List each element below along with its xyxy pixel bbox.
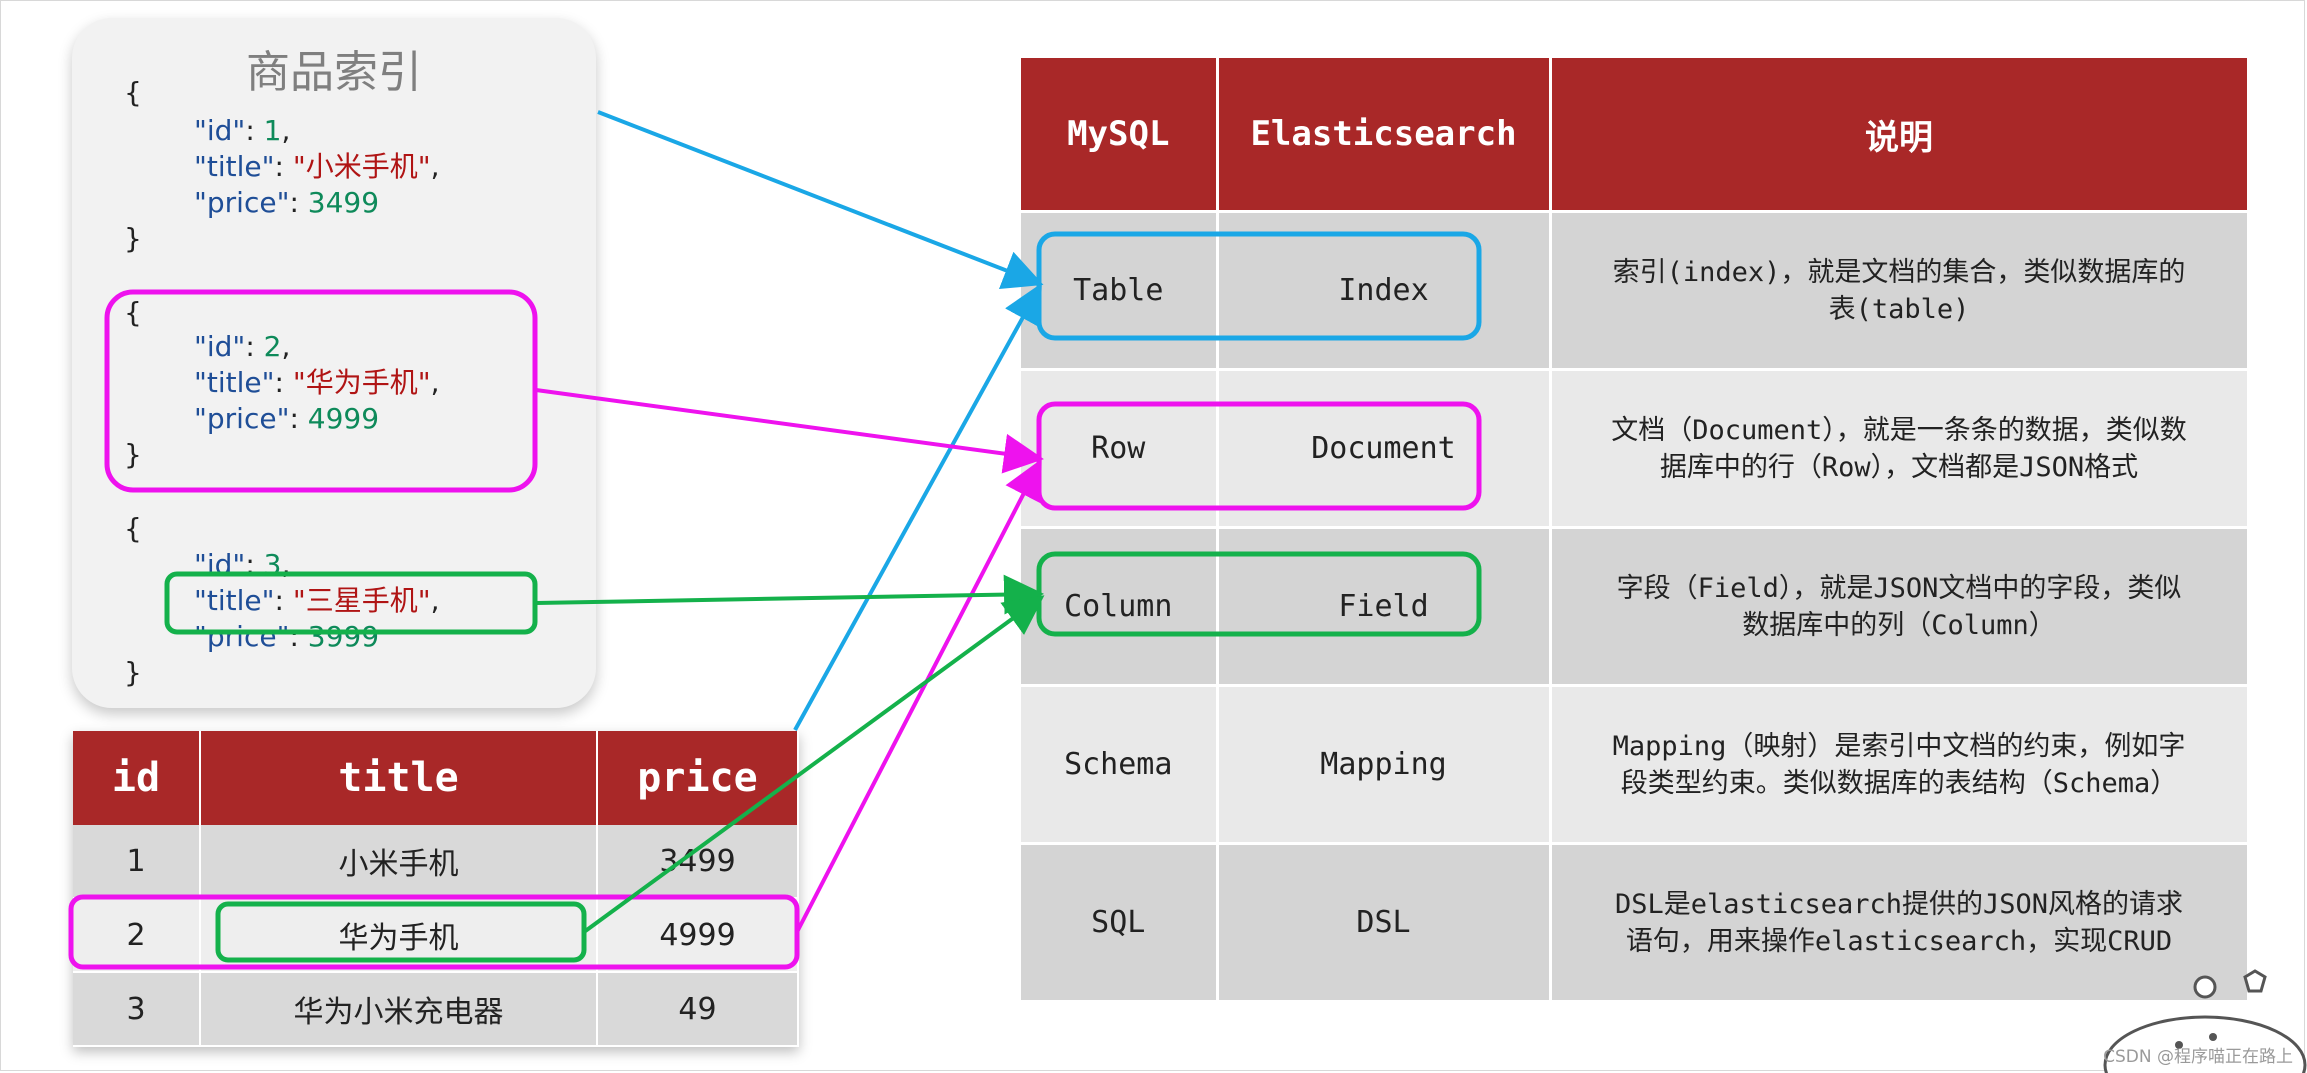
json-value-price: 3499 bbox=[307, 186, 380, 219]
json-key-id: "id" bbox=[194, 114, 246, 147]
row-document-highlight-box bbox=[1036, 401, 1482, 511]
product-index-card bbox=[72, 18, 596, 708]
table-row: 1 小米手机 3499 bbox=[73, 825, 799, 899]
json-key-price: "price" bbox=[194, 402, 290, 435]
comparison-row-row: Row Document 文档（Document），就是一条条的数据，类似数据库… bbox=[1021, 368, 2250, 528]
mysql-table-to-index-arrow bbox=[793, 282, 1042, 731]
json-key-title: "title" bbox=[194, 150, 275, 183]
concept-description: DSL是elasticsearch提供的JSON风格的请求语句，用来操作elas… bbox=[1550, 842, 2250, 1000]
mysql-header-id: id bbox=[73, 731, 201, 825]
cell-price: 3499 bbox=[597, 825, 799, 899]
json-open-brace: { bbox=[124, 296, 142, 329]
description-line-2: 数据库中的列（Column） bbox=[1742, 609, 2056, 641]
cell-id: 3 bbox=[73, 972, 201, 1047]
mysql-row-to-document-arrow bbox=[795, 458, 1042, 933]
description-line-1: DSL是elasticsearch提供的JSON风格的请求 bbox=[1614, 888, 2184, 920]
document-2-highlight-box bbox=[104, 289, 538, 493]
description-line-2: 据库中的行（Row），文档都是JSON格式 bbox=[1659, 451, 2139, 483]
json-value-id: 2 bbox=[263, 330, 282, 363]
mysql-column-to-field-arrow bbox=[582, 595, 1045, 934]
comparison-header-row: MySQL Elasticsearch 说明 bbox=[1021, 58, 2250, 212]
json-value-price: 4999 bbox=[307, 402, 380, 435]
header-elasticsearch: Elasticsearch bbox=[1217, 58, 1552, 212]
description-line-1: 文档（Document），就是一条条的数据，类似数 bbox=[1611, 414, 2187, 446]
document-to-row-arrow bbox=[535, 388, 1044, 474]
column-field-highlight-box bbox=[1036, 551, 1482, 637]
cell-price: 4999 bbox=[597, 898, 799, 973]
cell-title: 华为小米充电器 bbox=[200, 972, 598, 1047]
mysql-concept: Schema bbox=[1021, 684, 1219, 844]
table-index-highlight-box bbox=[1036, 231, 1482, 341]
mysql-row-2-highlight-box bbox=[68, 894, 800, 970]
cell-id: 1 bbox=[73, 825, 201, 899]
json-value-title: "三星手机" bbox=[292, 584, 431, 617]
elasticsearch-concept: Mapping bbox=[1217, 684, 1552, 844]
concept-description: 索引(index)，就是文档的集合，类似数据库的表(table) bbox=[1550, 210, 2250, 370]
description-line-2: 语句，用来操作elasticsearch，实现CRUD bbox=[1625, 925, 2173, 957]
elasticsearch-concept: DSL bbox=[1217, 842, 1552, 1000]
comparison-row-sql: SQL DSL DSL是elasticsearch提供的JSON风格的请求语句，… bbox=[1021, 842, 2250, 1000]
comparison-row-schema: Schema Mapping Mapping（映射）是索引中文档的约束，例如字段… bbox=[1021, 684, 2250, 844]
json-value-price: 3999 bbox=[307, 620, 380, 653]
cell-price: 49 bbox=[597, 972, 799, 1047]
index-to-table-arrow bbox=[597, 110, 1044, 290]
mysql-concept: SQL bbox=[1021, 842, 1219, 1000]
json-value-title: "华为手机" bbox=[292, 366, 431, 399]
cell-title: 小米手机 bbox=[200, 825, 598, 899]
comparison-row-table: Table Index 索引(index)，就是文档的集合，类似数据库的表(ta… bbox=[1021, 210, 2250, 370]
mysql-concept: Row bbox=[1021, 368, 1219, 528]
json-close-brace: } bbox=[124, 438, 142, 471]
header-mysql: MySQL bbox=[1021, 58, 1219, 212]
description-line-1: 字段（Field），就是JSON文档中的字段，类似 bbox=[1616, 572, 2182, 604]
mysql-header-title: title bbox=[200, 731, 598, 825]
table-row: 3 华为小米充电器 49 bbox=[73, 972, 799, 1047]
json-open-brace: { bbox=[124, 76, 142, 109]
description-line-2: 表(table) bbox=[1828, 293, 1970, 325]
json-key-id: "id" bbox=[194, 330, 246, 363]
mysql-table-header-row: id title price bbox=[73, 731, 799, 825]
description-line-2: 段类型约束。类似数据库的表结构（Schema） bbox=[1620, 767, 2178, 799]
title-field-highlight-box bbox=[164, 571, 538, 635]
json-value-id: 1 bbox=[263, 114, 282, 147]
mysql-concept: Table bbox=[1021, 210, 1219, 370]
description-line-1: Mapping（映射）是索引中文档的约束，例如字 bbox=[1612, 730, 2186, 762]
mascot-illustration bbox=[2103, 969, 2307, 1073]
cell-id: 2 bbox=[73, 898, 201, 973]
header-description: 说明 bbox=[1550, 58, 2250, 212]
json-open-brace: { bbox=[124, 512, 142, 545]
json-close-brace: } bbox=[124, 656, 142, 689]
json-key-title: "title" bbox=[194, 366, 275, 399]
mysql-header-price: price bbox=[597, 731, 799, 825]
concept-description: Mapping（映射）是索引中文档的约束，例如字段类型约束。类似数据库的表结构（… bbox=[1550, 684, 2250, 844]
concept-description: 字段（Field），就是JSON文档中的字段，类似数据库中的列（Column） bbox=[1550, 526, 2250, 686]
index-title: 商品索引 bbox=[246, 47, 422, 98]
mysql-vs-elasticsearch-table: MySQL Elasticsearch 说明 Table Index 索引(in… bbox=[1021, 58, 2250, 1000]
csdn-watermark: CSDN @程序喵正在路上 bbox=[2103, 1047, 2293, 1067]
json-key-title: "title" bbox=[194, 584, 275, 617]
json-value-title: "小米手机" bbox=[292, 150, 431, 183]
description-line-1: 索引(index)，就是文档的集合，类似数据库的 bbox=[1612, 256, 2186, 288]
elasticsearch-concept: Document bbox=[1217, 368, 1552, 528]
json-key-price: "price" bbox=[194, 186, 290, 219]
json-close-brace: } bbox=[124, 222, 142, 255]
field-to-column-arrow bbox=[535, 574, 1044, 615]
json-key-price: "price" bbox=[194, 620, 290, 653]
mysql-title-cell-highlight-box bbox=[215, 901, 587, 963]
concept-description: 文档（Document），就是一条条的数据，类似数据库中的行（Row），文档都是… bbox=[1550, 368, 2250, 528]
elasticsearch-concept: Index bbox=[1217, 210, 1552, 370]
